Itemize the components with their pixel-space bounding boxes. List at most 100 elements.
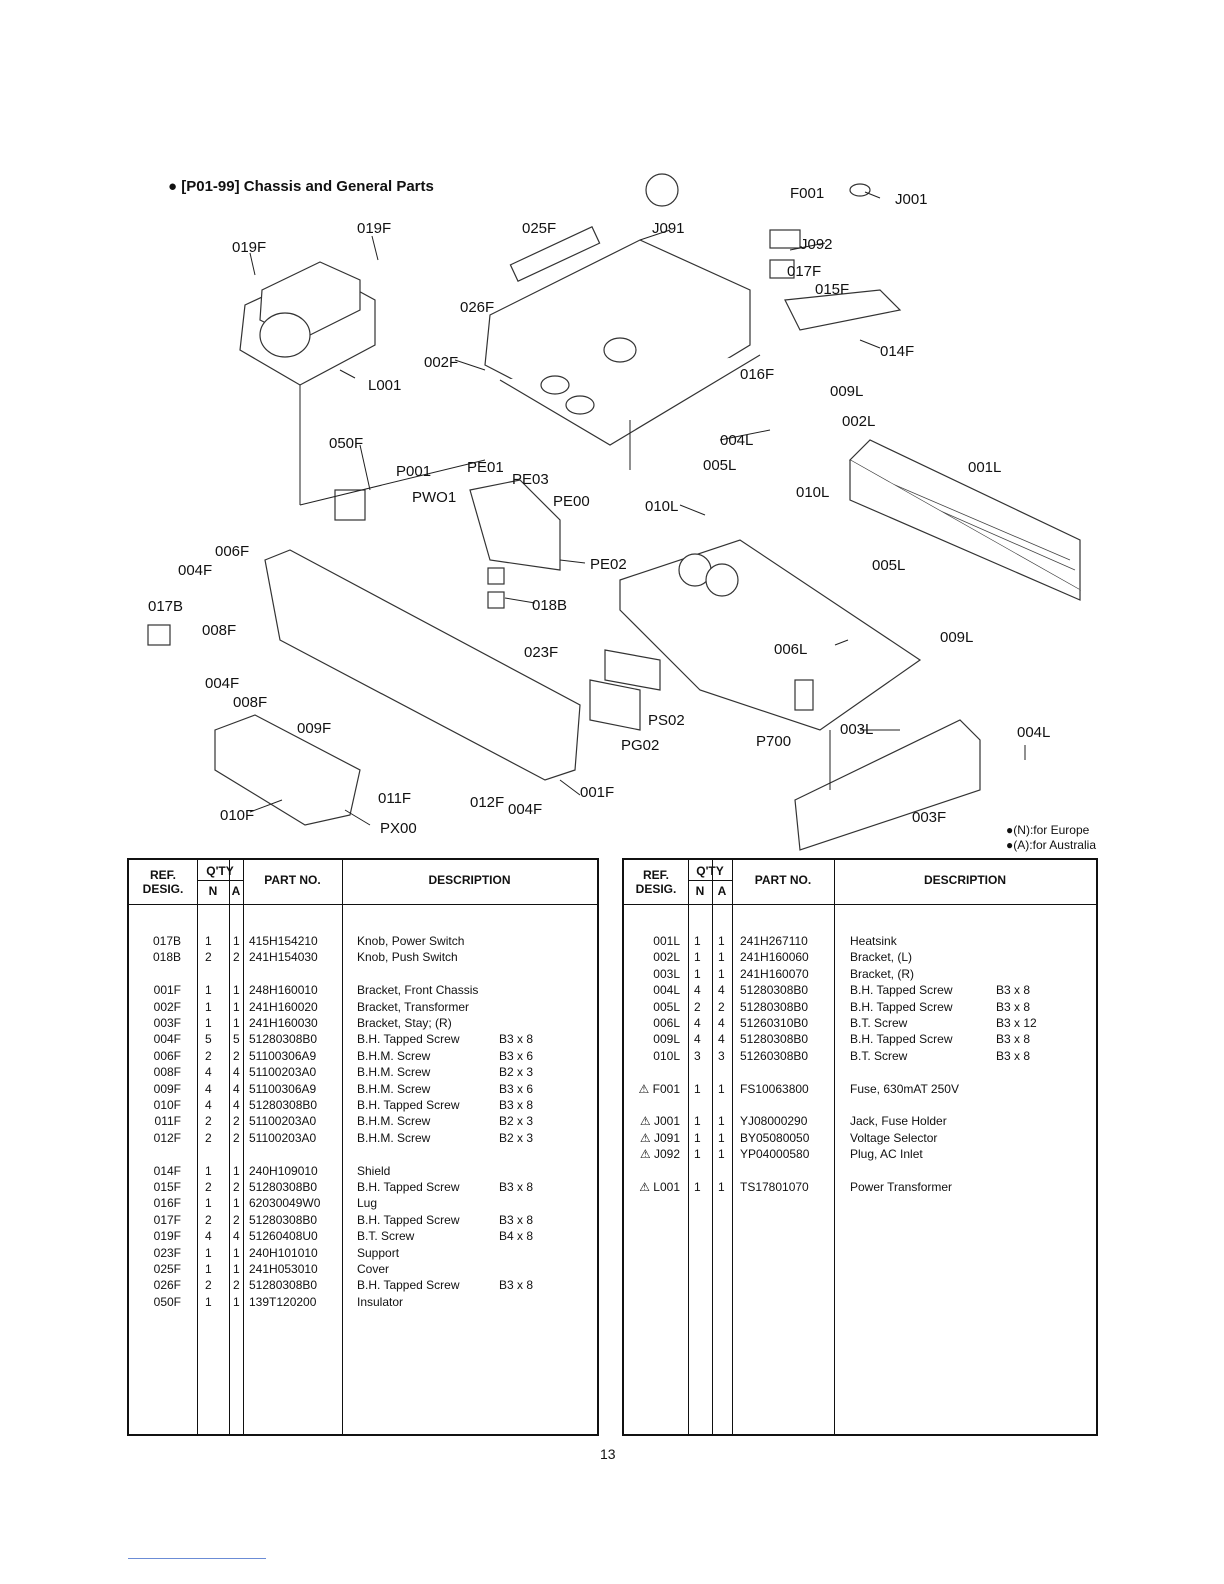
callout-label: PWO1	[412, 489, 456, 506]
cell-n: 4	[694, 983, 701, 998]
table-row	[624, 1097, 1096, 1113]
table-row	[624, 1064, 1096, 1080]
cell-size: B3 x 8	[499, 1098, 534, 1112]
cell-part: 51100203A0	[249, 1130, 317, 1145]
cell-n: 1	[205, 1016, 212, 1030]
cell-n: 2	[205, 1114, 212, 1129]
cell-ref: 018B	[152, 950, 181, 965]
cell-desc: B.H. Tapped Screw	[357, 1212, 460, 1227]
table-row	[624, 1163, 1096, 1179]
cell-desc: Jack, Fuse Holder	[850, 1114, 947, 1129]
cell-n: 2	[205, 1048, 212, 1063]
cell-part: 51100306A9	[249, 1081, 317, 1096]
cell-desc: Cover	[357, 1262, 390, 1276]
cell-a: 1	[233, 999, 240, 1014]
cell-a: 1	[718, 950, 725, 965]
cell-desc: Support	[357, 1245, 400, 1260]
callout-label: J091	[652, 220, 685, 237]
cell-part: 241H160070	[740, 966, 809, 981]
callout-label: PS02	[648, 712, 685, 729]
cell-ref: 003L	[653, 966, 680, 981]
cell-n: 2	[205, 1180, 212, 1194]
cell-desc: B.H.M. Screw	[357, 1130, 431, 1145]
cell-ref: 006L	[653, 1016, 680, 1030]
callout-label: 017B	[148, 598, 183, 615]
cell-ref: 026F	[153, 1278, 181, 1293]
table-row	[129, 966, 597, 982]
cell-n: 3	[694, 1048, 701, 1063]
cell-n: 2	[205, 1278, 212, 1293]
main-pcb-drawing	[619, 539, 922, 731]
callout-label: 001L	[968, 459, 1001, 476]
cell-part: 51100203A0	[249, 1065, 317, 1080]
cell-a: 1	[718, 1130, 725, 1145]
cell-ref: 004F	[153, 1032, 181, 1047]
cell-part: 51260408U0	[249, 1229, 318, 1244]
footer-rule	[128, 1558, 266, 1559]
transformer-drawing	[239, 261, 376, 505]
cell-n: 4	[205, 1081, 212, 1096]
cell-a: 4	[233, 1065, 240, 1080]
cell-a: 2	[233, 1278, 240, 1293]
cell-part: 241H160020	[249, 999, 318, 1014]
callout-label: 004F	[178, 562, 212, 579]
leader-lines	[249, 191, 1026, 826]
cell-size: B3 x 8	[996, 999, 1031, 1014]
inlet-fuse-drawing	[645, 173, 902, 331]
cell-desc: B.H. Tapped Screw	[357, 1278, 460, 1293]
cell-part: 139T120200	[249, 1294, 317, 1309]
cell-a: 4	[233, 1229, 240, 1244]
cell-a: 2	[233, 1048, 240, 1063]
cell-ref: 012F	[153, 1130, 181, 1145]
cell-n: 1	[694, 934, 701, 948]
cell-size: B2 x 3	[499, 1114, 534, 1129]
cell-ref: ⚠ J001	[639, 1114, 680, 1129]
callout-label: 009L	[830, 383, 863, 400]
parts-table-left: REF. DESIG. Q'TY N A PART NO. DESCRIPTIO…	[127, 858, 599, 1436]
cell-ref: 017B	[152, 934, 181, 948]
callout-label: 009F	[297, 720, 331, 737]
header-description: DESCRIPTION	[923, 873, 1006, 887]
callout-label: 006L	[774, 641, 807, 658]
cell-desc: Power Transformer	[850, 1180, 953, 1194]
cell-ref: ⚠ L001	[639, 1180, 680, 1194]
cell-a: 2	[233, 1130, 240, 1145]
cell-ref: 005L	[653, 999, 680, 1014]
callout-label: 019F	[357, 220, 391, 237]
cell-desc: Knob, Push Switch	[357, 950, 458, 965]
cell-a: 4	[233, 1098, 240, 1112]
header-n: N	[695, 884, 705, 898]
cell-a: 2	[233, 1212, 240, 1227]
cell-a: 2	[718, 999, 725, 1014]
cell-ref: 002F	[153, 999, 181, 1014]
cell-ref: 025F	[153, 1262, 181, 1276]
cell-ref: 010F	[153, 1098, 181, 1112]
cell-desc: Bracket, (R)	[850, 966, 915, 981]
cell-size: B2 x 3	[499, 1130, 534, 1145]
callout-label: J092	[800, 236, 833, 253]
callout-label: 026F	[460, 299, 494, 316]
heatsink-drawing	[849, 439, 1081, 601]
cell-n: 1	[694, 966, 701, 981]
cell-size: B4 x 8	[499, 1229, 534, 1244]
cell-part: 51280308B0	[740, 983, 809, 998]
cell-part: 51280308B0	[249, 1278, 318, 1293]
front-chassis-drawing	[214, 549, 981, 851]
cell-part: 51280308B0	[249, 1032, 318, 1047]
note-europe: ●(N):for Europe	[1006, 823, 1090, 837]
cell-desc: Bracket, (L)	[850, 950, 913, 965]
cell-part: 415H154210	[249, 934, 318, 948]
cell-part: 51280308B0	[249, 1212, 318, 1227]
cell-ref: 050F	[153, 1294, 181, 1309]
cell-part: 241H267110	[740, 934, 808, 948]
cell-part: 248H160010	[249, 983, 318, 998]
